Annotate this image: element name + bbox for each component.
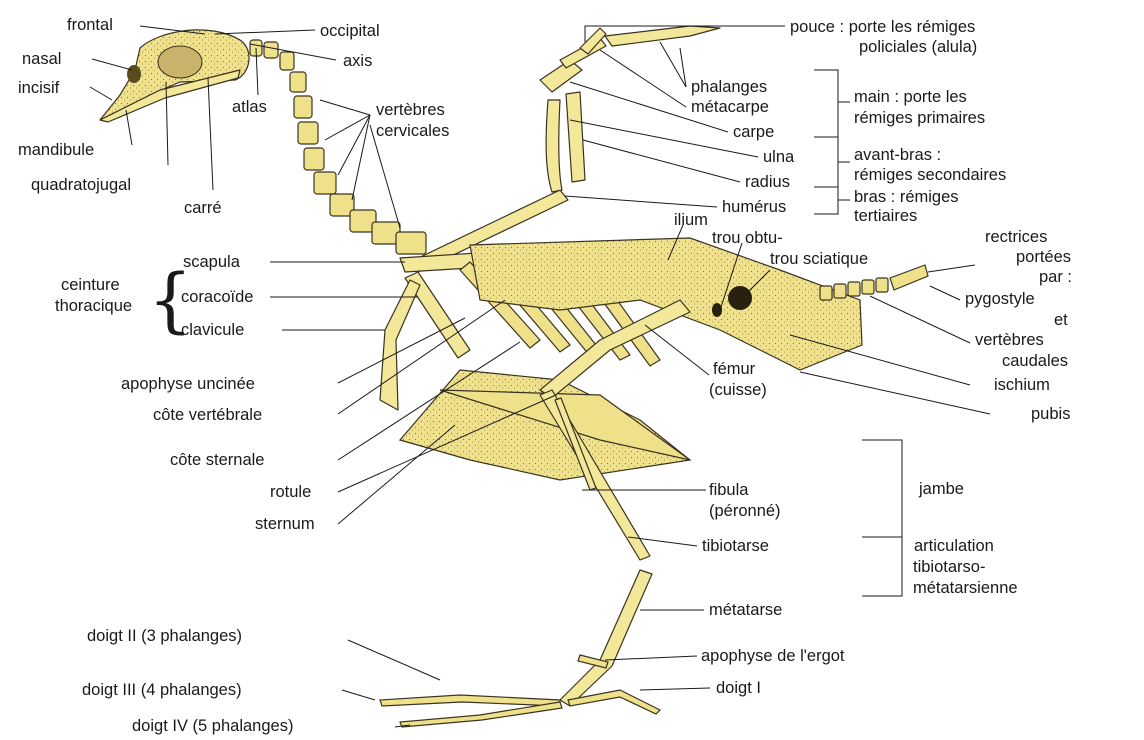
label-ischium: ischium bbox=[994, 376, 1050, 394]
label-pubis: pubis bbox=[1031, 405, 1070, 423]
label-avant-bras-1: avant-bras : bbox=[854, 146, 941, 164]
label-doigt-4: doigt IV (5 phalanges) bbox=[132, 717, 293, 735]
label-trou-sciatique: trou sciatique bbox=[770, 250, 868, 268]
label-frontal: frontal bbox=[67, 16, 113, 34]
label-doigt-1: doigt I bbox=[716, 679, 761, 697]
label-metatarse: métatarse bbox=[709, 601, 782, 619]
trou-sciatique bbox=[728, 286, 752, 310]
nasal-opening bbox=[127, 65, 141, 83]
label-doigt-3: doigt III (4 phalanges) bbox=[82, 681, 242, 699]
label-metacarpe: métacarpe bbox=[691, 98, 769, 116]
label-vertebres: vertèbres bbox=[376, 101, 445, 119]
label-rectrices-2: portées bbox=[1016, 248, 1071, 266]
label-apophyse-uncinee: apophyse uncinée bbox=[121, 375, 255, 393]
label-femur-1: fémur bbox=[713, 360, 756, 378]
label-avant-bras-2: rémiges secondaires bbox=[854, 166, 1006, 184]
label-main-2: rémiges primaires bbox=[854, 109, 985, 127]
label-ergot: apophyse de l'ergot bbox=[701, 647, 845, 665]
label-articulation-3: métatarsienne bbox=[913, 579, 1018, 597]
label-clavicule: clavicule bbox=[181, 321, 244, 339]
label-pygostyle: pygostyle bbox=[965, 290, 1035, 308]
label-radius: radius bbox=[745, 173, 790, 191]
label-pouce-1: pouce : porte les rémiges bbox=[790, 18, 975, 36]
label-bras-2: tertiaires bbox=[854, 207, 917, 225]
label-pouce-2: policiales (alula) bbox=[859, 38, 977, 56]
orbit bbox=[158, 46, 202, 78]
label-nasal: nasal bbox=[22, 50, 61, 68]
clavicle bbox=[380, 280, 420, 410]
label-doigt-2: doigt II (3 phalanges) bbox=[87, 627, 242, 645]
label-carre: carré bbox=[184, 199, 222, 217]
label-atlas: atlas bbox=[232, 98, 267, 116]
radius bbox=[566, 92, 585, 182]
label-cervicales: cervicales bbox=[376, 122, 449, 140]
label-femur-2: (cuisse) bbox=[709, 381, 767, 399]
label-fibula-2: (péronné) bbox=[709, 502, 781, 520]
label-trou-obtu: trou obtu- bbox=[712, 229, 783, 247]
toes bbox=[380, 655, 660, 727]
label-phalanges: phalanges bbox=[691, 78, 767, 96]
label-caudales: caudales bbox=[1002, 352, 1068, 370]
label-humerus: humérus bbox=[722, 198, 786, 216]
label-main-1: main : porte les bbox=[854, 88, 967, 106]
label-coracoide: coracoïde bbox=[181, 288, 253, 306]
label-carpe: carpe bbox=[733, 123, 774, 141]
label-ulna: ulna bbox=[763, 148, 795, 166]
label-occipital: occipital bbox=[320, 22, 380, 40]
phalanges bbox=[605, 26, 720, 46]
label-sternum: sternum bbox=[255, 515, 315, 533]
label-ceinture-1: ceinture bbox=[61, 276, 120, 294]
label-fibula-1: fibula bbox=[709, 481, 749, 499]
label-ilium: ilium bbox=[674, 211, 708, 229]
label-tibiotarse: tibiotarse bbox=[702, 537, 769, 555]
caudal-vertebrae bbox=[820, 265, 928, 300]
label-rotule: rotule bbox=[270, 483, 311, 501]
ulna bbox=[546, 100, 562, 192]
label-scapula: scapula bbox=[183, 253, 241, 271]
carpe bbox=[540, 60, 582, 92]
label-cote-sternale: côte sternale bbox=[170, 451, 264, 469]
label-et: et bbox=[1054, 311, 1068, 329]
label-quadratojugal: quadratojugal bbox=[31, 176, 131, 194]
label-jambe: jambe bbox=[918, 480, 964, 498]
label-bras-1: bras : rémiges bbox=[854, 188, 959, 206]
label-layer: frontal occipital nasal axis incisif atl… bbox=[18, 16, 1072, 735]
label-axis: axis bbox=[343, 52, 372, 70]
label-articulation-1: articulation bbox=[914, 537, 994, 555]
label-mandibule: mandibule bbox=[18, 141, 94, 159]
cervical-vertebrae bbox=[250, 40, 426, 254]
label-incisif: incisif bbox=[18, 79, 60, 97]
label-vertebres-caudales-1: vertèbres bbox=[975, 331, 1044, 349]
label-cote-vertebrale: côte vertébrale bbox=[153, 406, 262, 424]
label-rectrices-1: rectrices bbox=[985, 228, 1047, 246]
label-rectrices-3: par : bbox=[1039, 268, 1072, 286]
label-articulation-2: tibiotarso- bbox=[913, 558, 985, 576]
metatarse bbox=[560, 570, 652, 706]
label-ceinture-2: thoracique bbox=[55, 297, 132, 315]
